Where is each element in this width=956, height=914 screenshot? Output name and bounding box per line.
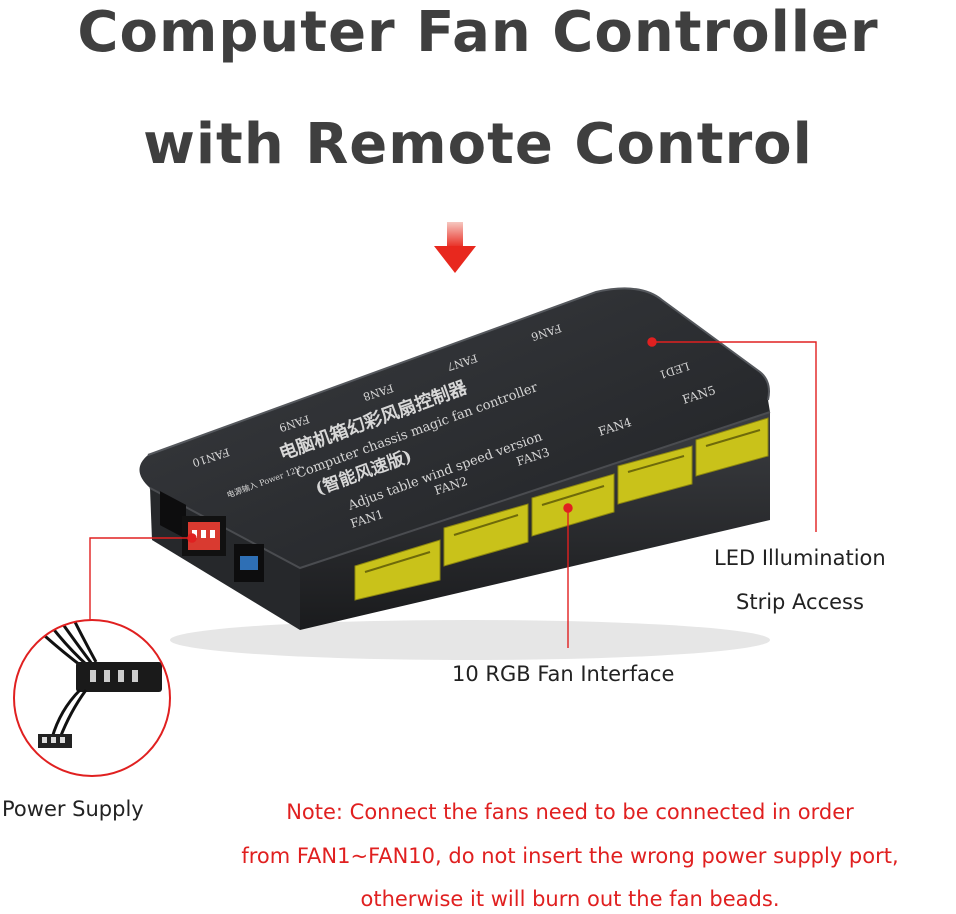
callout-led-line (647, 337, 817, 532)
led-callout-label-2: Strip Access (736, 590, 864, 614)
title-line-2: with Remote Control (143, 112, 813, 177)
led-callout-label-1: LED Illumination (714, 546, 886, 570)
power-cable-inset (13, 619, 171, 777)
note-line-1: Note: Connect the fans need to be connec… (286, 800, 854, 824)
callout-fan-line (563, 503, 573, 648)
note-line-3: otherwise it will burn out the fan beads… (360, 887, 780, 911)
fan-callout-label: 10 RGB Fan Interface (452, 662, 675, 686)
callout-power-line (89, 533, 197, 622)
power-callout-label: Power Supply (2, 797, 144, 821)
title-line-1: Computer Fan Controller (77, 0, 879, 65)
down-arrow-icon (434, 222, 476, 273)
note-line-2: from FAN1~FAN10, do not insert the wrong… (241, 844, 899, 868)
fan-controller-device: 电脑机箱幻彩风扇控制器 Computer chassis magic fan c… (139, 287, 771, 630)
